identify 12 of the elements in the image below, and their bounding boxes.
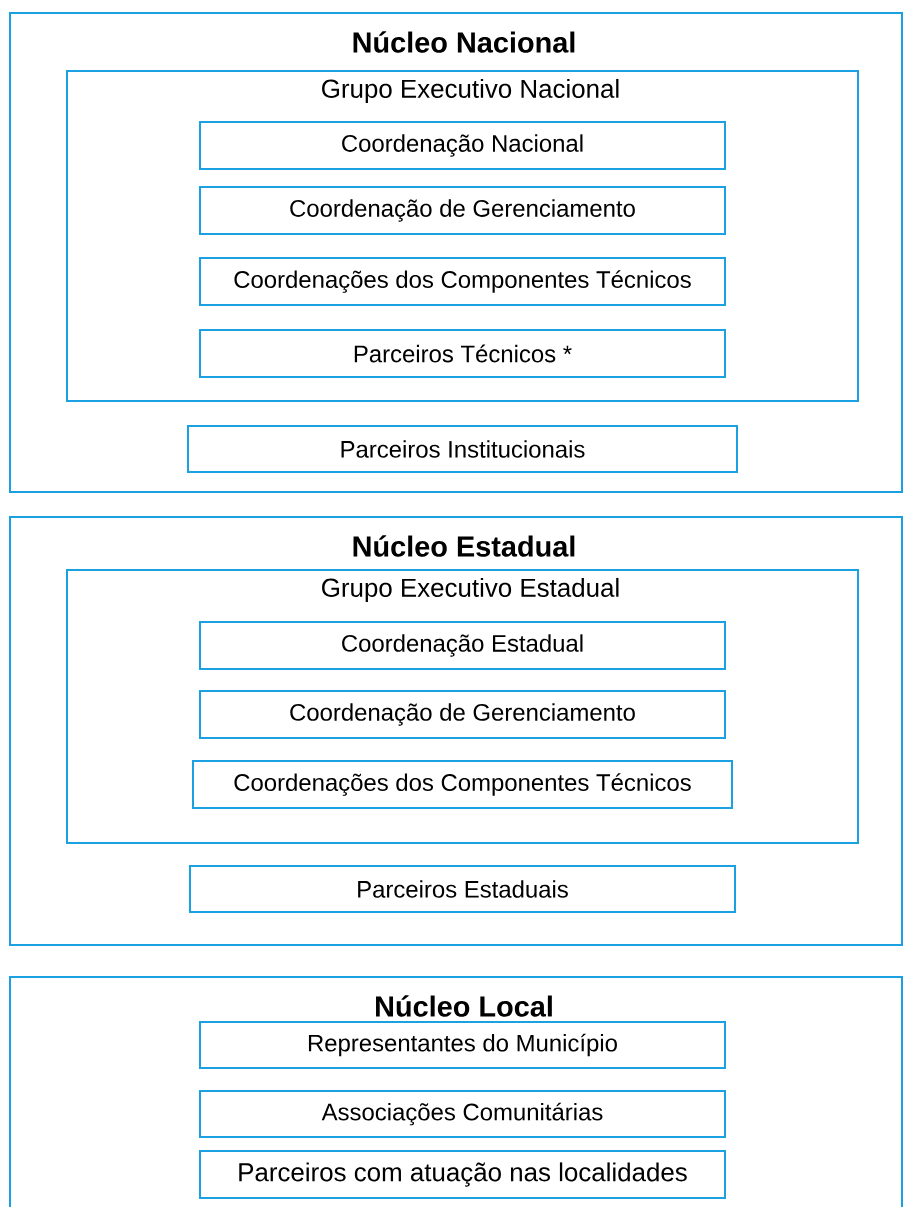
unit-box: Representantes do Município <box>199 1021 726 1069</box>
unit-box: Coordenação Estadual <box>199 621 726 670</box>
unit-box: Parceiros Institucionais <box>187 425 738 473</box>
unit-box: Parceiros Estaduais <box>189 865 736 913</box>
unit-box: Coordenação de Gerenciamento <box>199 186 726 235</box>
unit-box: Associações Comunitárias <box>199 1090 726 1138</box>
unit-box: Coordenação de Gerenciamento <box>199 690 726 739</box>
unit-box: Coordenações dos Componentes Técnicos <box>192 760 733 809</box>
unit-box: Coordenação Nacional <box>199 121 726 170</box>
unit-box: Coordenações dos Componentes Técnicos <box>199 257 726 306</box>
unit-box: Parceiros com atuação nas localidades <box>199 1150 726 1199</box>
unit-box: Parceiros Técnicos * <box>199 329 726 378</box>
